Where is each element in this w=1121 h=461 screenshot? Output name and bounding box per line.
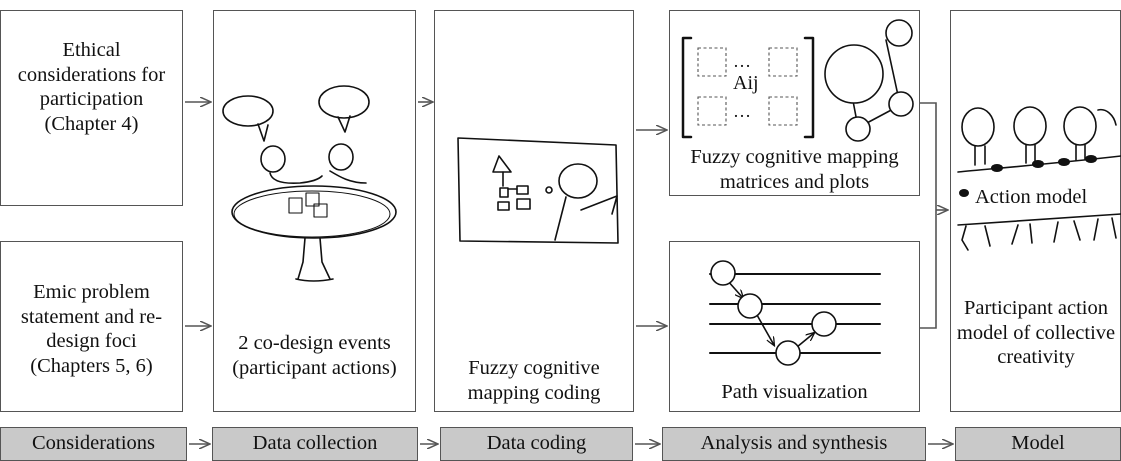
- fcm-graph-sketch: [824, 19, 914, 142]
- fcm-coding-text: Fuzzy cognitive mapping coding: [467, 357, 601, 404]
- participant-model-text: Participant action model of collective c…: [956, 297, 1116, 368]
- matrix-aij-label: Aij: [733, 72, 759, 94]
- ethical-considerations-box: [0, 10, 183, 206]
- co-design-events-text: 2 co-design events (participant actions): [232, 332, 397, 379]
- matrix-ellipsis-top: …: [733, 51, 751, 71]
- fcm-matrix-sketch: … … Aij: [681, 36, 815, 139]
- path-visualization-text: Path visualization: [721, 381, 868, 403]
- fcm-matrices-text: Fuzzy cognitive mapping matrices and plo…: [690, 146, 899, 193]
- path-visualization-sketch: [709, 260, 881, 366]
- stage-analysis-synthesis: Analysis and synthesis: [662, 427, 926, 461]
- action-model-label: Action model: [975, 186, 1087, 208]
- stage-data-collection: Data collection: [212, 427, 418, 461]
- fcm-matrices-box: [669, 10, 920, 196]
- co-design-table-sketch: [222, 85, 397, 282]
- emic-problem-box: [0, 241, 183, 412]
- emic-problem-text: Emic problem statement and re-design foc…: [20, 281, 163, 377]
- whiteboard-sketch: [457, 137, 619, 244]
- model-box: [950, 10, 1121, 412]
- stage-considerations: Considerations: [0, 427, 187, 461]
- matrix-ellipsis-bottom: …: [733, 101, 751, 121]
- action-model-sketch: Action model: [957, 106, 1121, 251]
- ethical-considerations-text: Ethical considerations for participation…: [17, 39, 166, 135]
- stage-data-coding: Data coding: [440, 427, 633, 461]
- data-coding-box: [434, 10, 634, 412]
- flow-arrows: [185, 102, 947, 328]
- stage-model: Model: [955, 427, 1121, 461]
